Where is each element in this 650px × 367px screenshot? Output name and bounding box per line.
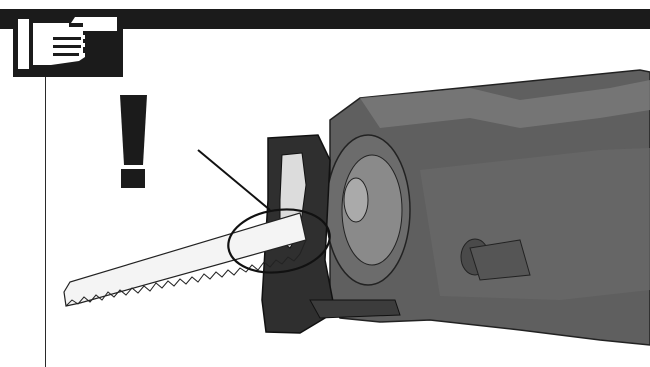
exclamation-icon — [120, 95, 147, 188]
